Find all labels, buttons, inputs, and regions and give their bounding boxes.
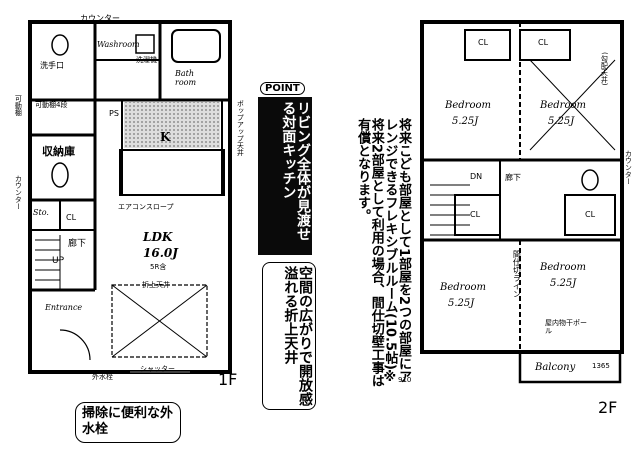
ps-label: PS: [109, 109, 119, 118]
storage-note-2f: 屋内物干ポール: [545, 319, 587, 335]
cl-label-2f-1: CL: [478, 38, 489, 47]
outdoor-tap-label: 外水栓: [92, 373, 113, 381]
entrance-label: Entrance: [45, 303, 83, 312]
washing-machine-label: 洗濯機: [136, 56, 157, 64]
floor2-label: 2F: [598, 398, 618, 417]
bedroom-br-label: Bedroom: [540, 262, 586, 273]
kitchen-label: K: [160, 130, 171, 144]
point-callout: リビング全体が見渡せる対面キッチン: [258, 97, 312, 255]
bedroom-tr-size: 5.25J: [548, 116, 575, 127]
loft-label: (勾配天井): [600, 52, 609, 86]
cl-label-2f-2: CL: [538, 38, 549, 47]
up-label: UP: [52, 256, 65, 266]
bedroom-tl-label: Bedroom: [445, 100, 491, 111]
shelf-4-label: 可動棚4段: [35, 101, 68, 109]
counter-label-1f: カウンター: [80, 14, 120, 23]
floor1-walls: [28, 20, 232, 374]
ceiling-callout: 空間の広がりで開放感溢れる折上天井: [262, 262, 316, 410]
dn-label: DN: [470, 172, 483, 181]
floor1-label: 1F: [218, 370, 238, 389]
counter-left-label: カウンター: [14, 175, 23, 210]
cl-label-1f: CL: [66, 213, 77, 222]
ldk-size: 16.0J: [143, 246, 178, 260]
storage-label: 収納庫: [42, 145, 75, 158]
bedroom-tr-label: Bedroom: [540, 100, 586, 111]
point-badge: POINT: [260, 82, 305, 95]
folded-ceiling-label: 折上天井: [142, 281, 170, 289]
bathroom-label: Bath room: [175, 69, 197, 87]
sto-label: Sto.: [33, 208, 49, 217]
shelf-left-label: 可動棚: [14, 95, 23, 116]
ldk-note: 5R含: [150, 263, 167, 271]
dim-910: 910: [398, 376, 412, 384]
hallway-label-1f: 廊下: [68, 239, 87, 249]
cl-label-2f-4: CL: [585, 210, 596, 219]
shutter-label: シャッター: [140, 365, 175, 373]
flexible-room-note: 将来こども部屋として1部屋を2つの部屋にアレンジできるフレキシブルルーム(10.…: [355, 118, 411, 388]
floor2-walls: [420, 20, 624, 384]
bedroom-br-size: 5.25J: [550, 278, 577, 289]
bedroom-tl-size: 5.25J: [452, 116, 479, 127]
ldk-label: LDK: [143, 230, 173, 244]
hand-wash-label: 洗手口: [40, 61, 64, 70]
cl-label-2f-3: CL: [470, 210, 481, 219]
hall-label-2f: 廊下: [505, 173, 521, 182]
outdoor-tap-callout: 掃除に便利な外水栓: [75, 402, 181, 443]
ac-outlet-label: エアコンスロープ: [118, 203, 174, 211]
balcony-label: Balcony: [535, 362, 576, 373]
partition-line-label: 間仕切ライン: [512, 250, 522, 298]
counter-label-2f: カウンター: [624, 150, 633, 185]
pop-up-ceiling-label: ポップアップ天井: [236, 100, 245, 156]
bedroom-bl-label: Bedroom: [440, 282, 486, 293]
dim-1365: 1365: [592, 362, 610, 370]
washroom-label: Washroom: [97, 40, 140, 49]
bedroom-bl-size: 5.25J: [448, 298, 475, 309]
